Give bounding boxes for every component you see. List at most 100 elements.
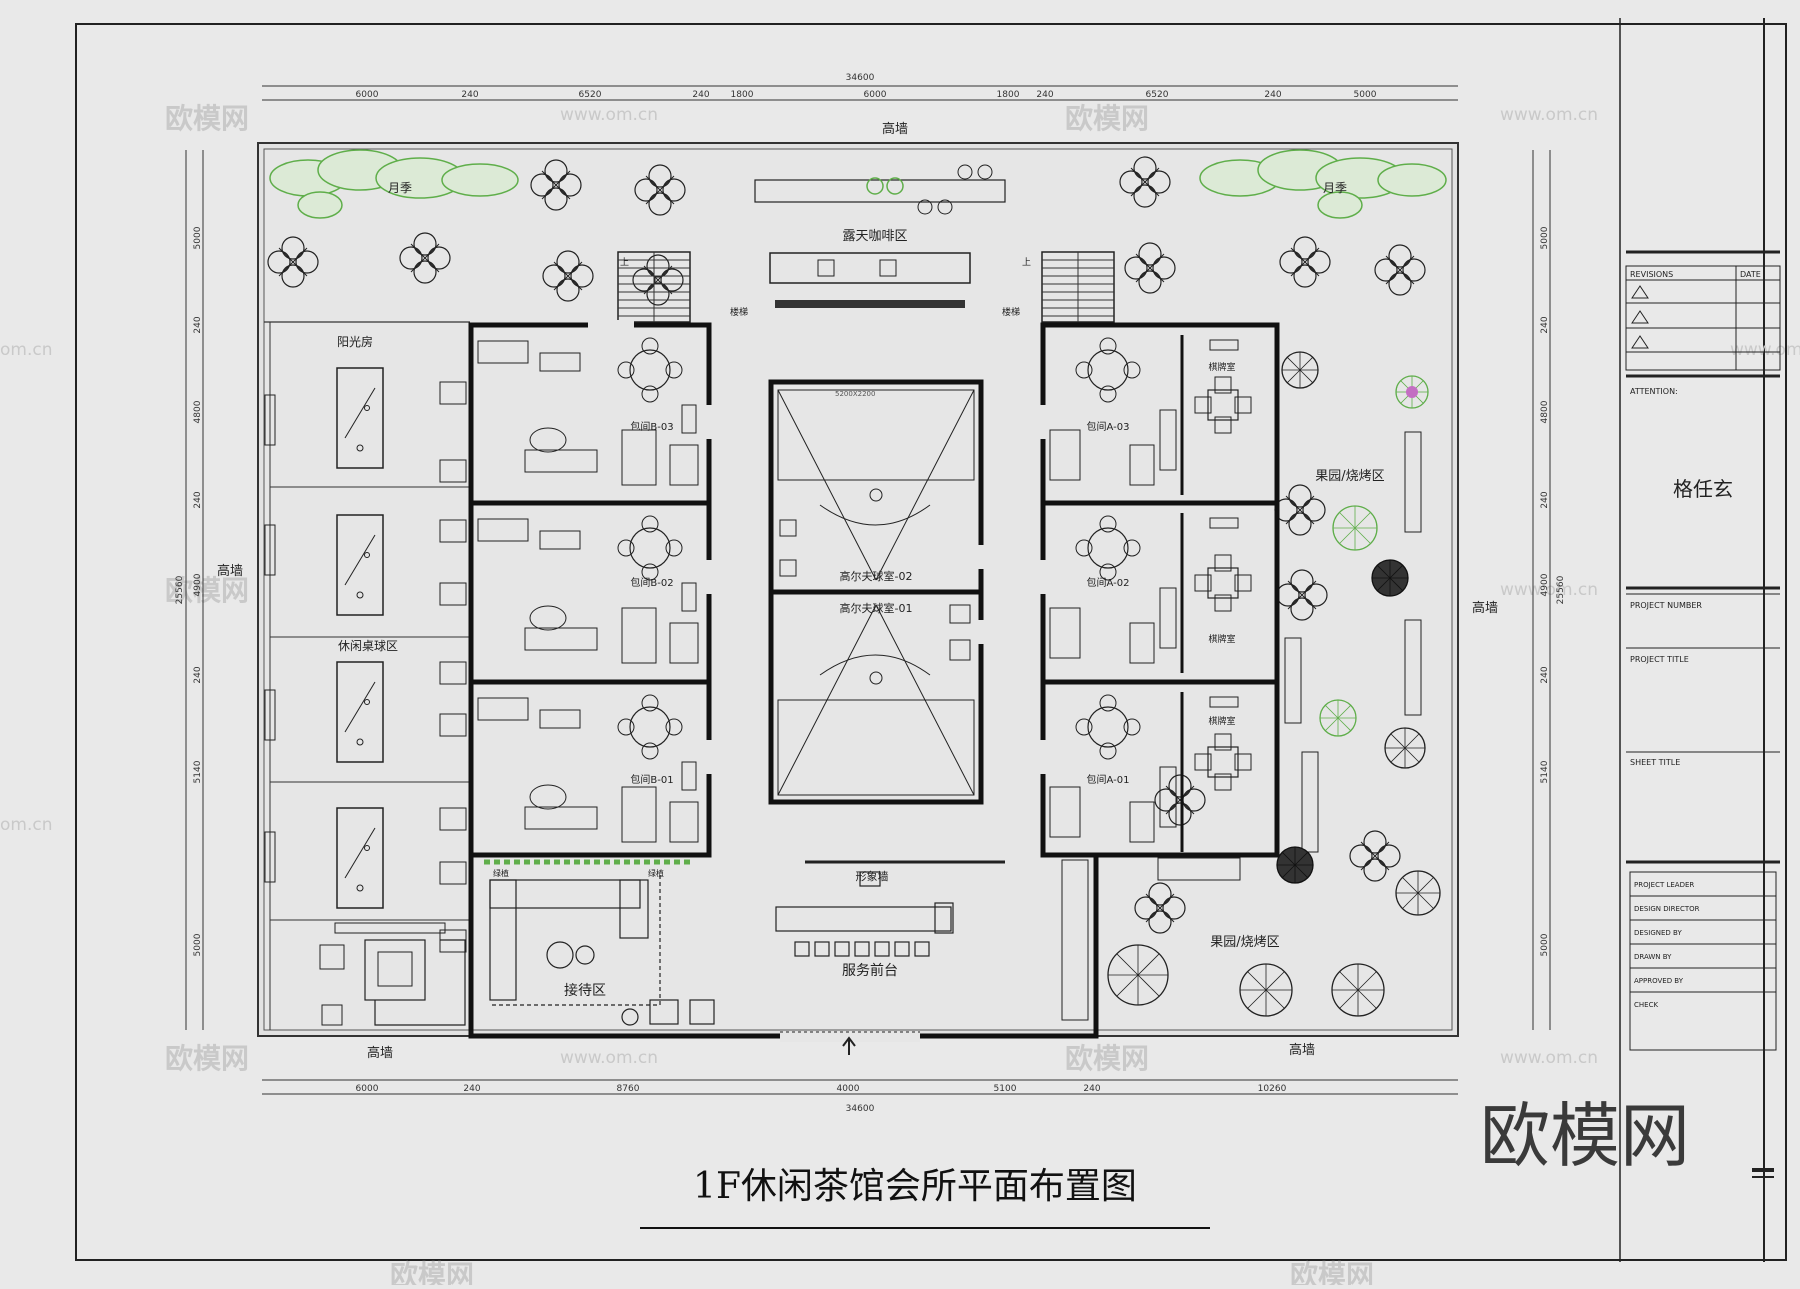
chair-lobe [1288,484,1312,508]
tea-table [1087,706,1129,748]
tea-chair [641,337,659,355]
watermark-url: www.om.cn [1500,580,1598,600]
title-block-mark [1752,1168,1774,1172]
chair-lobe [1388,272,1412,296]
reception-label: 接待区 [564,982,606,999]
dimension-value: 6000 [356,1084,379,1094]
tree-branch [1390,747,1406,763]
dimension-value: 25560 [1556,575,1566,604]
armchair [439,861,467,885]
project-title-label: PROJECT TITLE [1630,655,1689,664]
umbrella-table-icon [1279,236,1331,288]
hedge-cloud [1377,163,1447,197]
tea-chair [665,361,683,379]
dimension-value: 240 [193,666,203,683]
stair-seat-label: 楼梯 [730,306,748,318]
tv-cabinet [1209,517,1239,529]
umbrella-table-icon [634,164,686,216]
dimension-value: 4800 [1540,400,1550,423]
chair-lobe [646,254,670,278]
dimension-lines [185,85,1551,1095]
reception-area [489,875,715,1026]
dimension-value: 240 [461,90,478,100]
reception-sofa [489,879,517,1001]
chair-lobe [413,260,437,284]
dimension-value: 240 [1540,666,1550,683]
tree-icon [1107,944,1169,1006]
hedge-cloud [441,163,519,197]
dimension-value: 240 [692,90,709,100]
wash-basin-counter [1284,637,1302,724]
date-header: DATE [1740,270,1761,279]
dimension-value: 34600 [846,1104,875,1114]
tree-branch [1287,369,1301,383]
l-sofa [374,939,466,1026]
toilet-stall [1049,786,1081,838]
tree-branch [1417,892,1434,909]
mahjong-table [1207,567,1239,599]
golf-tee-icon [869,488,883,502]
tea-table [1087,527,1129,569]
tree-branch [1404,733,1420,749]
mahjong-chair [1194,753,1212,771]
stool [977,164,993,180]
tree-icon [1371,559,1409,597]
tree-icon [1395,870,1441,916]
stool [917,199,933,215]
reception-zone-boundary [490,875,661,1006]
tree-branch [1357,971,1377,991]
watermark: 欧模网 [390,1259,474,1285]
dimension-value: 4800 [193,400,203,423]
stair-up-label: 上 [1022,257,1031,268]
front-desk-area [775,860,1005,957]
chair-lobe [544,187,568,211]
title-block-mark [1752,1176,1774,1178]
billiard-ball [356,591,364,599]
mahjong-table [1207,746,1239,778]
tree-icon [1276,846,1314,884]
tea-table [1087,349,1129,391]
tea-chair [1123,361,1141,379]
wall-label-right: 高墙 [1472,600,1498,616]
east-lounge-strip [1061,431,1422,1021]
plant-label: 绿植 [493,868,509,878]
chair-lobe [1290,569,1314,593]
revision-triangle-icon [1631,335,1649,349]
armchair [439,582,467,606]
sofa [524,627,598,651]
golf-locker [949,639,971,661]
rose-hedge-left [269,149,519,219]
dimension-value: 5000 [1354,90,1377,100]
umbrella-ribs [1165,785,1195,815]
tree-branch [1247,989,1267,1009]
coffee-table-round [575,945,595,965]
reception-sofa [619,879,649,939]
chair-lobe [1279,250,1303,274]
chair-lobe [570,264,594,288]
sunroom-label: 阳光房 [337,334,373,349]
chair-lobe [662,178,686,202]
tree-icon [1239,963,1293,1017]
sofa [477,697,529,721]
mahjong-chair [1234,574,1252,592]
billiard-ball [364,699,370,705]
chair-lobe [1374,258,1398,282]
dimension-value: 10260 [1258,1084,1287,1094]
billiard-table [336,514,384,616]
dimension-value: 240 [1036,90,1053,100]
wash-basin [669,444,699,486]
outdoor-coffee-bar [754,164,1006,308]
dimension-value: 1800 [997,90,1020,100]
chair-lobe [530,173,554,197]
golf-locker [779,519,797,537]
watermark: 欧模网 [1065,1042,1149,1075]
mahjong-label: 棋牌室 [1208,633,1235,645]
mahjong-chair [1214,733,1232,751]
orchard-label-top: 果园/烧烤区 [1315,469,1384,484]
revision-triangle-icon [1631,310,1649,324]
tree-icon [1281,351,1319,389]
tree-branch [1417,877,1434,894]
signoff-row-label: APPROVED BY [1634,977,1684,985]
stair-right [1041,251,1115,323]
